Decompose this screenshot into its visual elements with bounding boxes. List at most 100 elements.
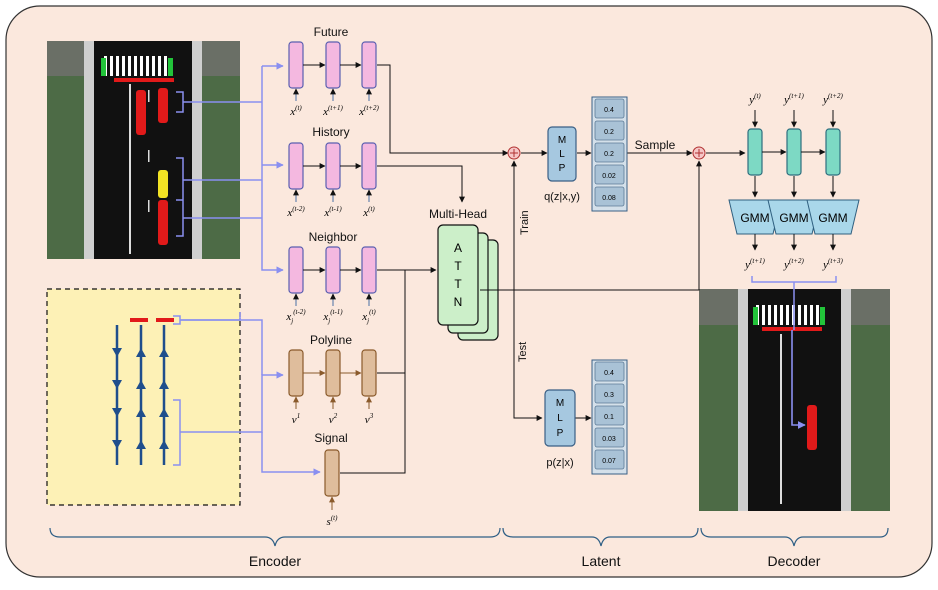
test-label: Test xyxy=(517,342,529,362)
polyline-input-3: v3 xyxy=(365,412,374,426)
prior-value-5: 0.07 xyxy=(602,458,616,465)
prior-value-4: 0.03 xyxy=(602,436,616,443)
polyline-label: Polyline xyxy=(310,333,352,347)
posterior-cell-5 xyxy=(594,186,625,207)
decoder-output-1: y(t+1) xyxy=(744,257,765,271)
neighbor-label: Neighbor xyxy=(309,230,358,244)
prior-cell-2 xyxy=(594,383,625,404)
mlp-posterior-p: P xyxy=(559,163,566,174)
signal-input: s(t) xyxy=(327,514,339,528)
latent-section-label: Latent xyxy=(582,553,621,569)
lane-map xyxy=(46,288,241,506)
neighbor-cell-3 xyxy=(361,246,377,294)
future-cell-1 xyxy=(288,41,304,89)
future-input-2: x(t+1) xyxy=(322,104,343,118)
mlp-prior-l: L xyxy=(557,413,563,424)
history-cell-3 xyxy=(361,142,377,190)
gmm-label-1: GMM xyxy=(740,211,769,225)
posterior-value-2: 0.2 xyxy=(604,129,614,136)
prior-value-3: 0.1 xyxy=(604,414,614,421)
prior-label: p(z|x) xyxy=(546,457,573,469)
prior-value-1: 0.4 xyxy=(604,370,614,377)
sample-label: Sample xyxy=(635,138,676,152)
gmm-label-2: GMM xyxy=(779,211,808,225)
future-cells xyxy=(288,41,377,89)
encoder-flow-lines xyxy=(340,64,509,474)
neighbor-cell-1 xyxy=(288,246,304,294)
posterior-cell-2 xyxy=(594,120,625,141)
polyline-cell-1 xyxy=(288,349,304,397)
future-input-3: x(t+2) xyxy=(358,104,379,118)
future-cell-2 xyxy=(325,41,341,89)
signal-cell xyxy=(324,449,340,497)
history-cells xyxy=(288,142,377,190)
prior-cell-1 xyxy=(594,361,625,382)
polyline-input-1: v1 xyxy=(292,412,300,426)
decoder-input-1: y(t) xyxy=(748,92,761,106)
prior-cell-5 xyxy=(594,449,625,470)
decoder-cell-2 xyxy=(786,128,802,176)
attention-letter-n: N xyxy=(454,295,463,309)
latent-flow-lines xyxy=(480,150,746,421)
decoder-cell-3 xyxy=(825,128,841,176)
polyline-input-2: v2 xyxy=(329,412,338,426)
encoder-rows: Future x(t) x(t+1) x(t+2) History xyxy=(285,25,379,528)
posterior-value-1: 0.4 xyxy=(604,107,614,114)
attention-letter-t1: T xyxy=(454,259,462,273)
mlp-prior-p: P xyxy=(557,428,564,439)
history-cell-1 xyxy=(288,142,304,190)
posterior-cell-1 xyxy=(594,98,625,119)
posterior-label: q(z|x,y) xyxy=(544,191,580,203)
attention-title: Multi-Head xyxy=(429,207,487,221)
gmm-block-3 xyxy=(806,199,860,235)
mlp-prior-m: M xyxy=(556,398,564,409)
gmm-block-1 xyxy=(728,199,782,235)
neighbor-input-3: xj(t) xyxy=(361,308,376,325)
future-input-1: x(t) xyxy=(289,104,302,118)
prior-vector: 0.4 0.3 0.1 0.03 0.07 xyxy=(591,359,628,475)
decoder-block: y(t) y(t+1) y(t+2) GMM GMM GMM y(t+1) xyxy=(728,92,860,330)
gmm-block-2 xyxy=(767,199,821,235)
latent-brace xyxy=(502,527,699,547)
mlp-posterior-l: L xyxy=(559,149,565,160)
history-cell-2 xyxy=(325,142,341,190)
history-label: History xyxy=(312,125,349,139)
decoder-input-2: y(t+1) xyxy=(783,92,804,106)
posterior-cell-4 xyxy=(594,164,625,185)
sum-node-latent xyxy=(507,146,521,160)
prior-value-2: 0.3 xyxy=(604,392,614,399)
decoder-output-3: y(t+3) xyxy=(822,257,843,271)
posterior-value-3: 0.2 xyxy=(604,151,614,158)
decoder-brace xyxy=(700,527,889,547)
decoder-section-label: Decoder xyxy=(768,553,821,569)
scene-connectors xyxy=(180,62,321,476)
posterior-vector: 0.4 0.2 0.2 0.02 0.08 xyxy=(591,96,628,212)
attention-letter-t2: T xyxy=(454,277,462,291)
neighbor-cells xyxy=(288,246,377,294)
polyline-cell-3 xyxy=(361,349,377,397)
future-label: Future xyxy=(314,25,349,39)
posterior-value-5: 0.08 xyxy=(602,195,616,202)
posterior-cell-3 xyxy=(594,142,625,163)
mlp-prior: M L P xyxy=(544,389,576,447)
mlp-posterior-m: M xyxy=(558,135,566,146)
decoder-input-3: y(t+2) xyxy=(822,92,843,106)
polyline-cells xyxy=(288,349,377,397)
posterior-value-4: 0.02 xyxy=(602,173,616,180)
prior-cell-3 xyxy=(594,405,625,426)
gmm-label-3: GMM xyxy=(818,211,847,225)
decoder-output-2: y(t+2) xyxy=(783,257,804,271)
sum-node-decoder xyxy=(692,146,706,160)
neighbor-input-1: xj(t-2) xyxy=(285,308,306,325)
signal-label: Signal xyxy=(314,431,347,445)
neighbor-cell-2 xyxy=(325,246,341,294)
history-input-1: x(t-2) xyxy=(286,205,305,219)
polyline-cell-2 xyxy=(325,349,341,397)
attention-letter-a: A xyxy=(454,241,462,255)
attention-block: A T T N xyxy=(437,224,499,341)
future-cell-3 xyxy=(361,41,377,89)
neighbor-input-2: xj(t-1) xyxy=(322,308,343,325)
encoder-brace xyxy=(49,527,501,547)
decoder-cell-1 xyxy=(747,128,763,176)
